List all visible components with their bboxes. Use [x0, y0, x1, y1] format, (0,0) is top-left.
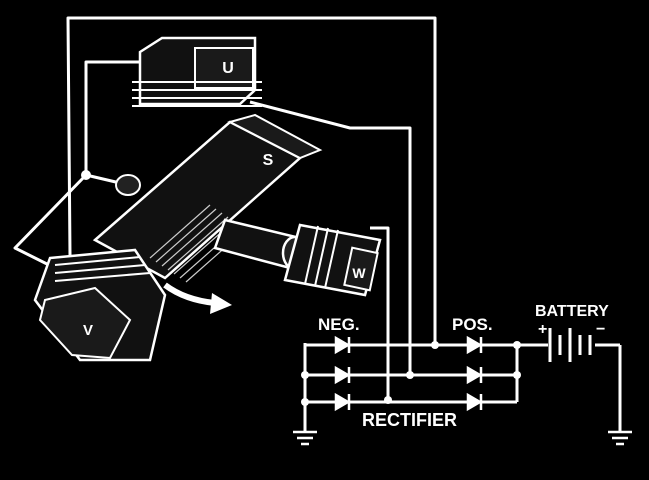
wire-u-right	[249, 100, 412, 375]
battery-minus-label: −	[596, 321, 605, 338]
wire-u-left	[84, 60, 140, 175]
diode-neg-1	[334, 335, 351, 355]
wire-w	[370, 226, 390, 400]
coil-w: W	[283, 223, 382, 297]
battery-label: BATTERY	[535, 303, 609, 320]
coil-v: V	[33, 248, 167, 362]
wire-junction-to-rotor	[85, 173, 121, 185]
neg-label: NEG.	[318, 315, 360, 334]
ground-symbol-right	[608, 430, 632, 446]
diode-neg-2	[334, 365, 351, 385]
rectifier-diodes	[334, 335, 483, 412]
wire-top-loop	[66, 16, 437, 345]
coil-u: U	[132, 36, 262, 107]
wire-junction-dot	[81, 170, 91, 180]
diode-pos-3	[466, 392, 483, 412]
rectifier-label: RECTIFIER	[362, 410, 457, 430]
wiring	[13, 16, 437, 400]
diode-pos-2	[466, 365, 483, 385]
wire-v-left	[13, 173, 88, 270]
ground-symbol-left	[293, 430, 317, 446]
diode-pos-1	[466, 335, 483, 355]
coil-u-label: U	[222, 60, 234, 77]
rotor-label: S	[263, 152, 274, 169]
coil-w-label: W	[352, 265, 366, 281]
diode-neg-3	[334, 392, 351, 412]
rotation-arrow	[163, 282, 232, 314]
coil-v-label: V	[83, 322, 93, 339]
battery	[517, 328, 622, 432]
battery-plus-label: +	[538, 321, 547, 338]
pos-label: POS.	[452, 315, 493, 334]
